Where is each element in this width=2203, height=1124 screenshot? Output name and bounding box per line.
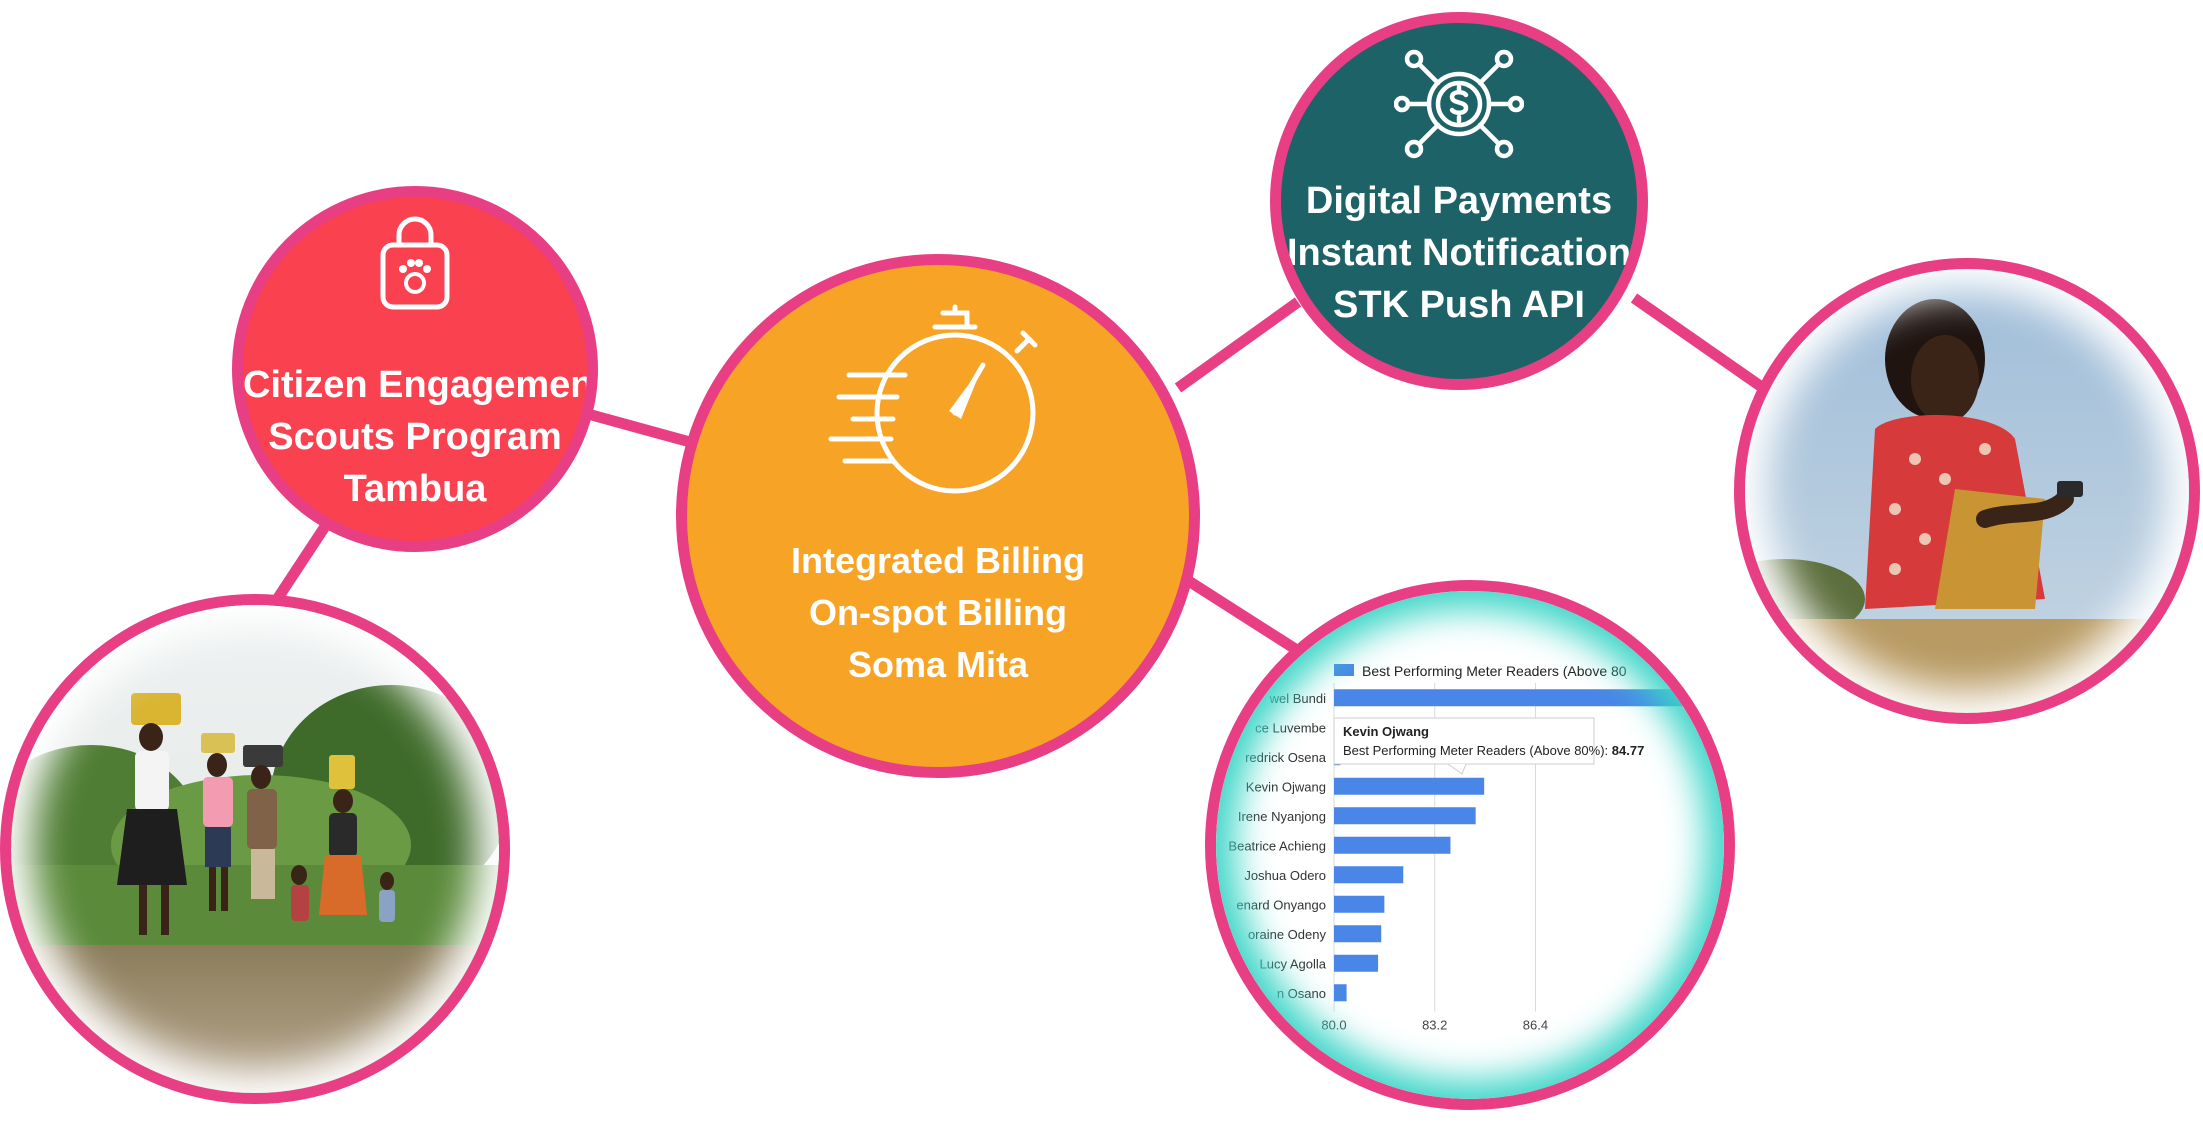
- dollar-network-icon: [1394, 49, 1524, 159]
- citizen-line-2: Scouts Program: [268, 416, 562, 458]
- chart-x-labels: 80.0 83.2 86.4: [1321, 1018, 1548, 1033]
- stopwatch-icon: [828, 304, 1038, 494]
- legend-label: Best Performing Meter Readers (Above 80: [1362, 663, 1627, 679]
- y-tick-label: redrick Osena: [1245, 750, 1327, 765]
- bar: [1334, 689, 1696, 707]
- connector-billing-payments: [1174, 297, 1302, 393]
- y-tick-label: Joshua Odero: [1244, 868, 1326, 883]
- payments-line-1: Digital Payments: [1305, 180, 1613, 222]
- photo-women-carrying-water: [0, 594, 510, 1104]
- connector-payments-woman: [1630, 293, 1770, 395]
- x-tick-label: 86.4: [1523, 1018, 1548, 1033]
- y-tick-label: n Osano: [1277, 986, 1326, 1001]
- y-tick-label: wel Bundi: [1269, 691, 1326, 706]
- bar: [1334, 895, 1385, 913]
- digital-payments-label: Digital Payments Instant Notification ST…: [1281, 175, 1637, 331]
- y-tick-label: enard Onyango: [1236, 897, 1326, 912]
- woman-illustration: [1745, 269, 2189, 713]
- billing-line-2: On-spot Billing: [809, 592, 1067, 633]
- y-tick-label: ce Luvembe: [1255, 720, 1326, 735]
- shopping-bag-paw-icon: [380, 216, 450, 310]
- x-tick-label: 80.0: [1321, 1018, 1346, 1033]
- tooltip-series: Best Performing Meter Readers (Above 80%…: [1343, 743, 1612, 758]
- y-tick-label: Kevin Ojwang: [1246, 779, 1326, 794]
- tooltip-name: Kevin Ojwang: [1343, 724, 1429, 739]
- tooltip-series-row: Best Performing Meter Readers (Above 80%…: [1343, 743, 1644, 758]
- bar: [1334, 777, 1485, 795]
- y-tick-label: Beatrice Achieng: [1228, 838, 1326, 853]
- tooltip-value: 84.77: [1612, 743, 1645, 758]
- x-tick-label: 83.2: [1422, 1018, 1447, 1033]
- bar: [1334, 866, 1404, 884]
- walkers-illustration: [11, 605, 499, 1093]
- y-tick-label: oraine Odeny: [1248, 927, 1327, 942]
- node-digital-payments: Digital Payments Instant Notification ST…: [1270, 12, 1648, 390]
- citizen-engagement-label: Citizen Engagement Scouts Program Tambua: [243, 359, 587, 515]
- legend-swatch: [1334, 664, 1354, 676]
- bar: [1334, 984, 1347, 1002]
- chart-bars: [1334, 689, 1696, 1002]
- bar: [1334, 925, 1382, 943]
- billing-line-3: Soma Mita: [847, 644, 1029, 685]
- citizen-line-1: Citizen Engagement: [243, 364, 598, 406]
- billing-line-1: Integrated Billing: [790, 540, 1085, 581]
- node-integrated-billing: Integrated Billing On-spot Billing Soma …: [676, 254, 1200, 778]
- bar: [1334, 807, 1476, 825]
- integrated-billing-label: Integrated Billing On-spot Billing Soma …: [687, 535, 1189, 691]
- connector-citizen-billing: [586, 408, 692, 448]
- bar: [1334, 836, 1451, 854]
- payments-line-2: Instant Notification: [1286, 232, 1632, 274]
- connector-walkers-citizen: [267, 521, 331, 611]
- bar: [1334, 954, 1379, 972]
- connector-billing-chart: [1181, 573, 1303, 657]
- y-tick-label: Lucy Agolla: [1260, 956, 1327, 971]
- citizen-line-3: Tambua: [343, 468, 487, 510]
- chart-tooltip: Kevin Ojwang Best Performing Meter Reade…: [1333, 717, 1644, 775]
- y-tick-label: Irene Nyanjong: [1238, 809, 1326, 824]
- node-citizen-engagement: Citizen Engagement Scouts Program Tambua: [232, 186, 598, 552]
- photo-woman-with-phone: [1734, 258, 2200, 724]
- payments-line-3: STK Push API: [1333, 284, 1585, 326]
